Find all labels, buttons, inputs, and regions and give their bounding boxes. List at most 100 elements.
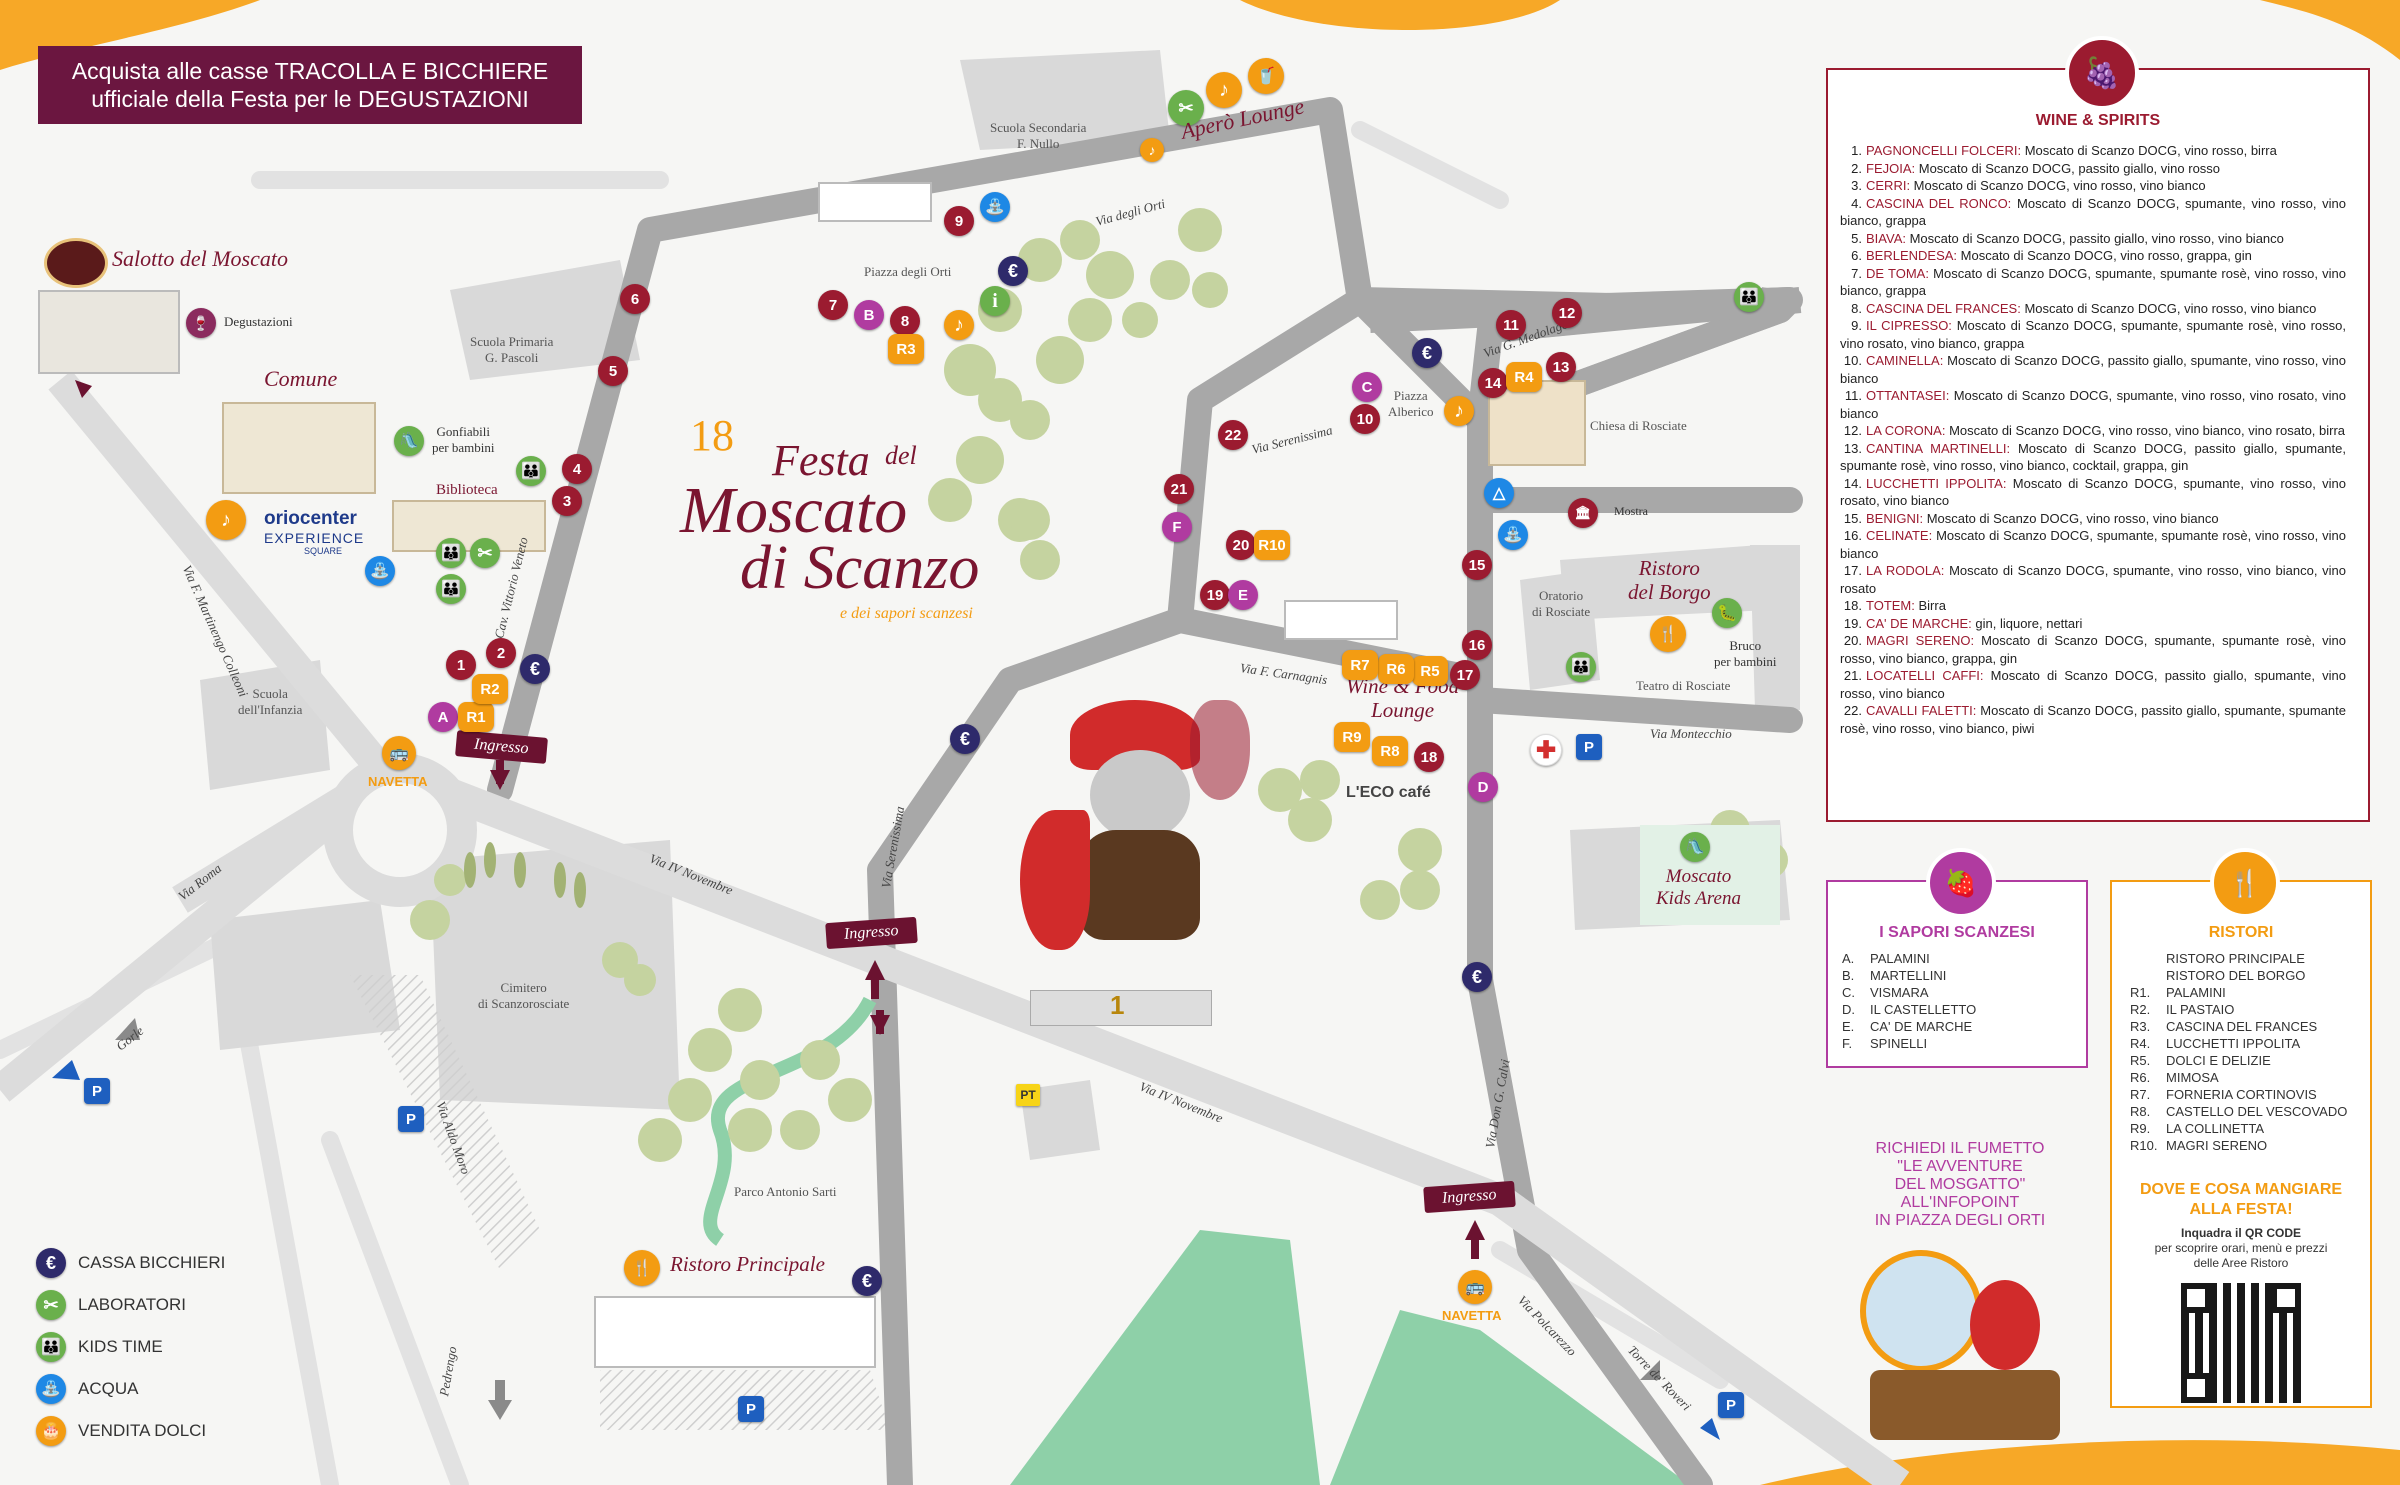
- mostra-icon[interactable]: 🏛: [1568, 498, 1598, 528]
- cimitero-label: Cimitero di Scanzorosciate: [478, 980, 570, 1011]
- sapori-stand-pin[interactable]: C: [1352, 372, 1382, 402]
- via-martinengo-road: [48, 370, 402, 790]
- salotto-building: [38, 290, 180, 374]
- wine-item-name: TOTEM:: [1866, 598, 1915, 613]
- wine-list-item: 2.FEJOIA: Moscato di Scanzo DOCG, passit…: [1840, 160, 2346, 178]
- wine-stand-pin[interactable]: 1: [446, 650, 476, 680]
- ristori-item-value: CASTELLO DEL VESCOVADO: [2166, 1104, 2348, 1119]
- wine-stand-pin[interactable]: 21: [1164, 474, 1194, 504]
- parking-icon-left[interactable]: P: [84, 1078, 110, 1104]
- water-icon[interactable]: ⛲: [1498, 520, 1528, 550]
- wine-item-number: 21.: [1843, 668, 1862, 683]
- wine-stand-pin[interactable]: 22: [1218, 420, 1248, 450]
- sapori-stand-pin[interactable]: B: [854, 300, 884, 330]
- wine-stand-pin[interactable]: 14: [1478, 368, 1508, 398]
- water-icon-1[interactable]: ⛲: [365, 556, 395, 586]
- wine-stand-pin[interactable]: 20: [1226, 530, 1256, 560]
- wine-stand-pin[interactable]: 17: [1450, 660, 1480, 690]
- wine-stand-pin[interactable]: 12: [1552, 298, 1582, 328]
- ristoro-pin[interactable]: R6: [1378, 654, 1414, 684]
- chiesa-building: [1488, 380, 1586, 466]
- ristori-item-key: R5.: [2130, 1053, 2151, 1068]
- wine-stand-pin[interactable]: 10: [1350, 404, 1380, 434]
- cassa-icon[interactable]: €: [1412, 338, 1442, 368]
- wine-stand-pin[interactable]: 6: [620, 284, 650, 314]
- bruco-icon[interactable]: 🐛: [1712, 598, 1742, 628]
- wine-stand-pin[interactable]: 11: [1496, 310, 1526, 340]
- wine-stand-pin[interactable]: 13: [1546, 352, 1576, 382]
- wine-panel-icon: 🍇: [2065, 36, 2139, 110]
- wine-item-desc: Moscato di Scanzo DOCG, vino rosso, grap…: [1957, 248, 2252, 263]
- ristori-panel-icon: 🍴: [2210, 848, 2280, 918]
- lab-icon-bibl[interactable]: ✂: [470, 538, 500, 568]
- ristoro-pin[interactable]: R3: [888, 334, 924, 364]
- wine-item-number: 5.: [1851, 230, 1862, 246]
- wine-item-number: 17.: [1843, 563, 1862, 578]
- wine-stand-pin[interactable]: 5: [598, 356, 628, 386]
- kids-icon-borgo[interactable]: 👪: [1566, 652, 1596, 682]
- info-icon[interactable]: i: [980, 286, 1010, 316]
- cassa-icon[interactable]: €: [950, 724, 980, 754]
- water-icon[interactable]: △: [1484, 478, 1514, 508]
- wine-stand-pin[interactable]: 3: [552, 486, 582, 516]
- cassa-icon-principale[interactable]: €: [852, 1266, 882, 1296]
- kids-arena-icon[interactable]: 🛝: [1680, 832, 1710, 862]
- sapori-stand-pin[interactable]: A: [428, 702, 458, 732]
- parking-icon-torre[interactable]: P: [1718, 1392, 1744, 1418]
- lab-icon-apero[interactable]: ✂: [1168, 90, 1204, 126]
- bus-icon-1[interactable]: 🚌: [382, 736, 416, 770]
- sapori-stand-pin[interactable]: D: [1468, 772, 1498, 802]
- wine-stand-pin[interactable]: 16: [1462, 630, 1492, 660]
- kids-icon-bibl[interactable]: 👪: [516, 456, 546, 486]
- music-icon[interactable]: ♪: [1444, 396, 1474, 426]
- gonfiabili-icon[interactable]: 🛝: [394, 426, 424, 456]
- degustazioni-icon[interactable]: 🍷: [186, 308, 216, 338]
- parking-icon-montecchio[interactable]: P: [1576, 734, 1602, 760]
- wine-stand-pin[interactable]: 7: [818, 290, 848, 320]
- sapori-stand-pin[interactable]: E: [1228, 580, 1258, 610]
- wine-stand-pin[interactable]: 4: [562, 454, 592, 484]
- music-icon-comune[interactable]: ♪: [206, 500, 246, 540]
- ristoro-pin[interactable]: R5: [1412, 656, 1448, 686]
- cassa-icon[interactable]: €: [1462, 962, 1492, 992]
- music-icon[interactable]: ♪: [944, 310, 974, 340]
- ristoro-pin[interactable]: R7: [1342, 650, 1378, 680]
- music-icon-apero[interactable]: ♪: [1206, 72, 1242, 108]
- wine-list-item: 13.CANTINA MARTINELLI: Moscato di Scanzo…: [1840, 440, 2346, 475]
- parking-icon-aldo-moro[interactable]: P: [398, 1106, 424, 1132]
- kids-icon-bibl-2[interactable]: 👪: [436, 538, 466, 568]
- parking-icon-principale[interactable]: P: [738, 1396, 764, 1422]
- glass-banner: Acquista alle casse TRACOLLA E BICCHIERE…: [38, 46, 582, 124]
- food-icon-principale[interactable]: 🍴: [624, 1250, 660, 1286]
- wine-stand-pin[interactable]: 8: [890, 306, 920, 336]
- wine-stand-pin[interactable]: 2: [486, 638, 516, 668]
- cassa-icon[interactable]: €: [520, 654, 550, 684]
- wine-item-number: 13.: [1843, 440, 1862, 456]
- legend-item: € CASSA BICCHIERI: [36, 1242, 296, 1284]
- first-aid-icon[interactable]: ✚: [1530, 734, 1562, 766]
- ristoro-pin[interactable]: R8: [1372, 736, 1408, 766]
- ristoro-pin[interactable]: R4: [1506, 362, 1542, 392]
- wine-stand-pin[interactable]: 19: [1200, 580, 1230, 610]
- wine-stand-pin[interactable]: 9: [944, 206, 974, 236]
- bus-icon-2[interactable]: 🚌: [1458, 1270, 1492, 1304]
- wine-stand-pin[interactable]: 15: [1462, 550, 1492, 580]
- qr-code[interactable]: [2181, 1283, 2301, 1403]
- ristoro-pin[interactable]: R10: [1254, 530, 1290, 560]
- water-icon[interactable]: ⛲: [980, 192, 1010, 222]
- sapori-stand-pin[interactable]: F: [1162, 512, 1192, 542]
- bruco-label: Bruco per bambini: [1714, 638, 1777, 669]
- kids-icon-bibl-3[interactable]: 👪: [436, 574, 466, 604]
- ristori-item-value: CASCINA DEL FRANCES: [2166, 1019, 2318, 1034]
- cassa-icon[interactable]: €: [998, 256, 1028, 286]
- ristoro-pin[interactable]: R9: [1334, 722, 1370, 752]
- drinks-icon-apero[interactable]: 🥤: [1248, 58, 1284, 94]
- kids-icon[interactable]: 👪: [1734, 282, 1764, 312]
- food-icon-borgo[interactable]: 🍴: [1650, 616, 1686, 652]
- ristoro-pin[interactable]: R2: [472, 674, 508, 704]
- wine-item-desc: Moscato di Scanzo DOCG, passito giallo, …: [1905, 230, 2284, 246]
- wine-stand-pin[interactable]: 18: [1414, 742, 1444, 772]
- sapori-list-item: F.SPINELLI: [1842, 1035, 2072, 1052]
- wine-item-desc: Moscato di Scanzo DOCG, spumante, spuman…: [1840, 633, 2346, 666]
- ristoro-pin[interactable]: R1: [458, 702, 494, 732]
